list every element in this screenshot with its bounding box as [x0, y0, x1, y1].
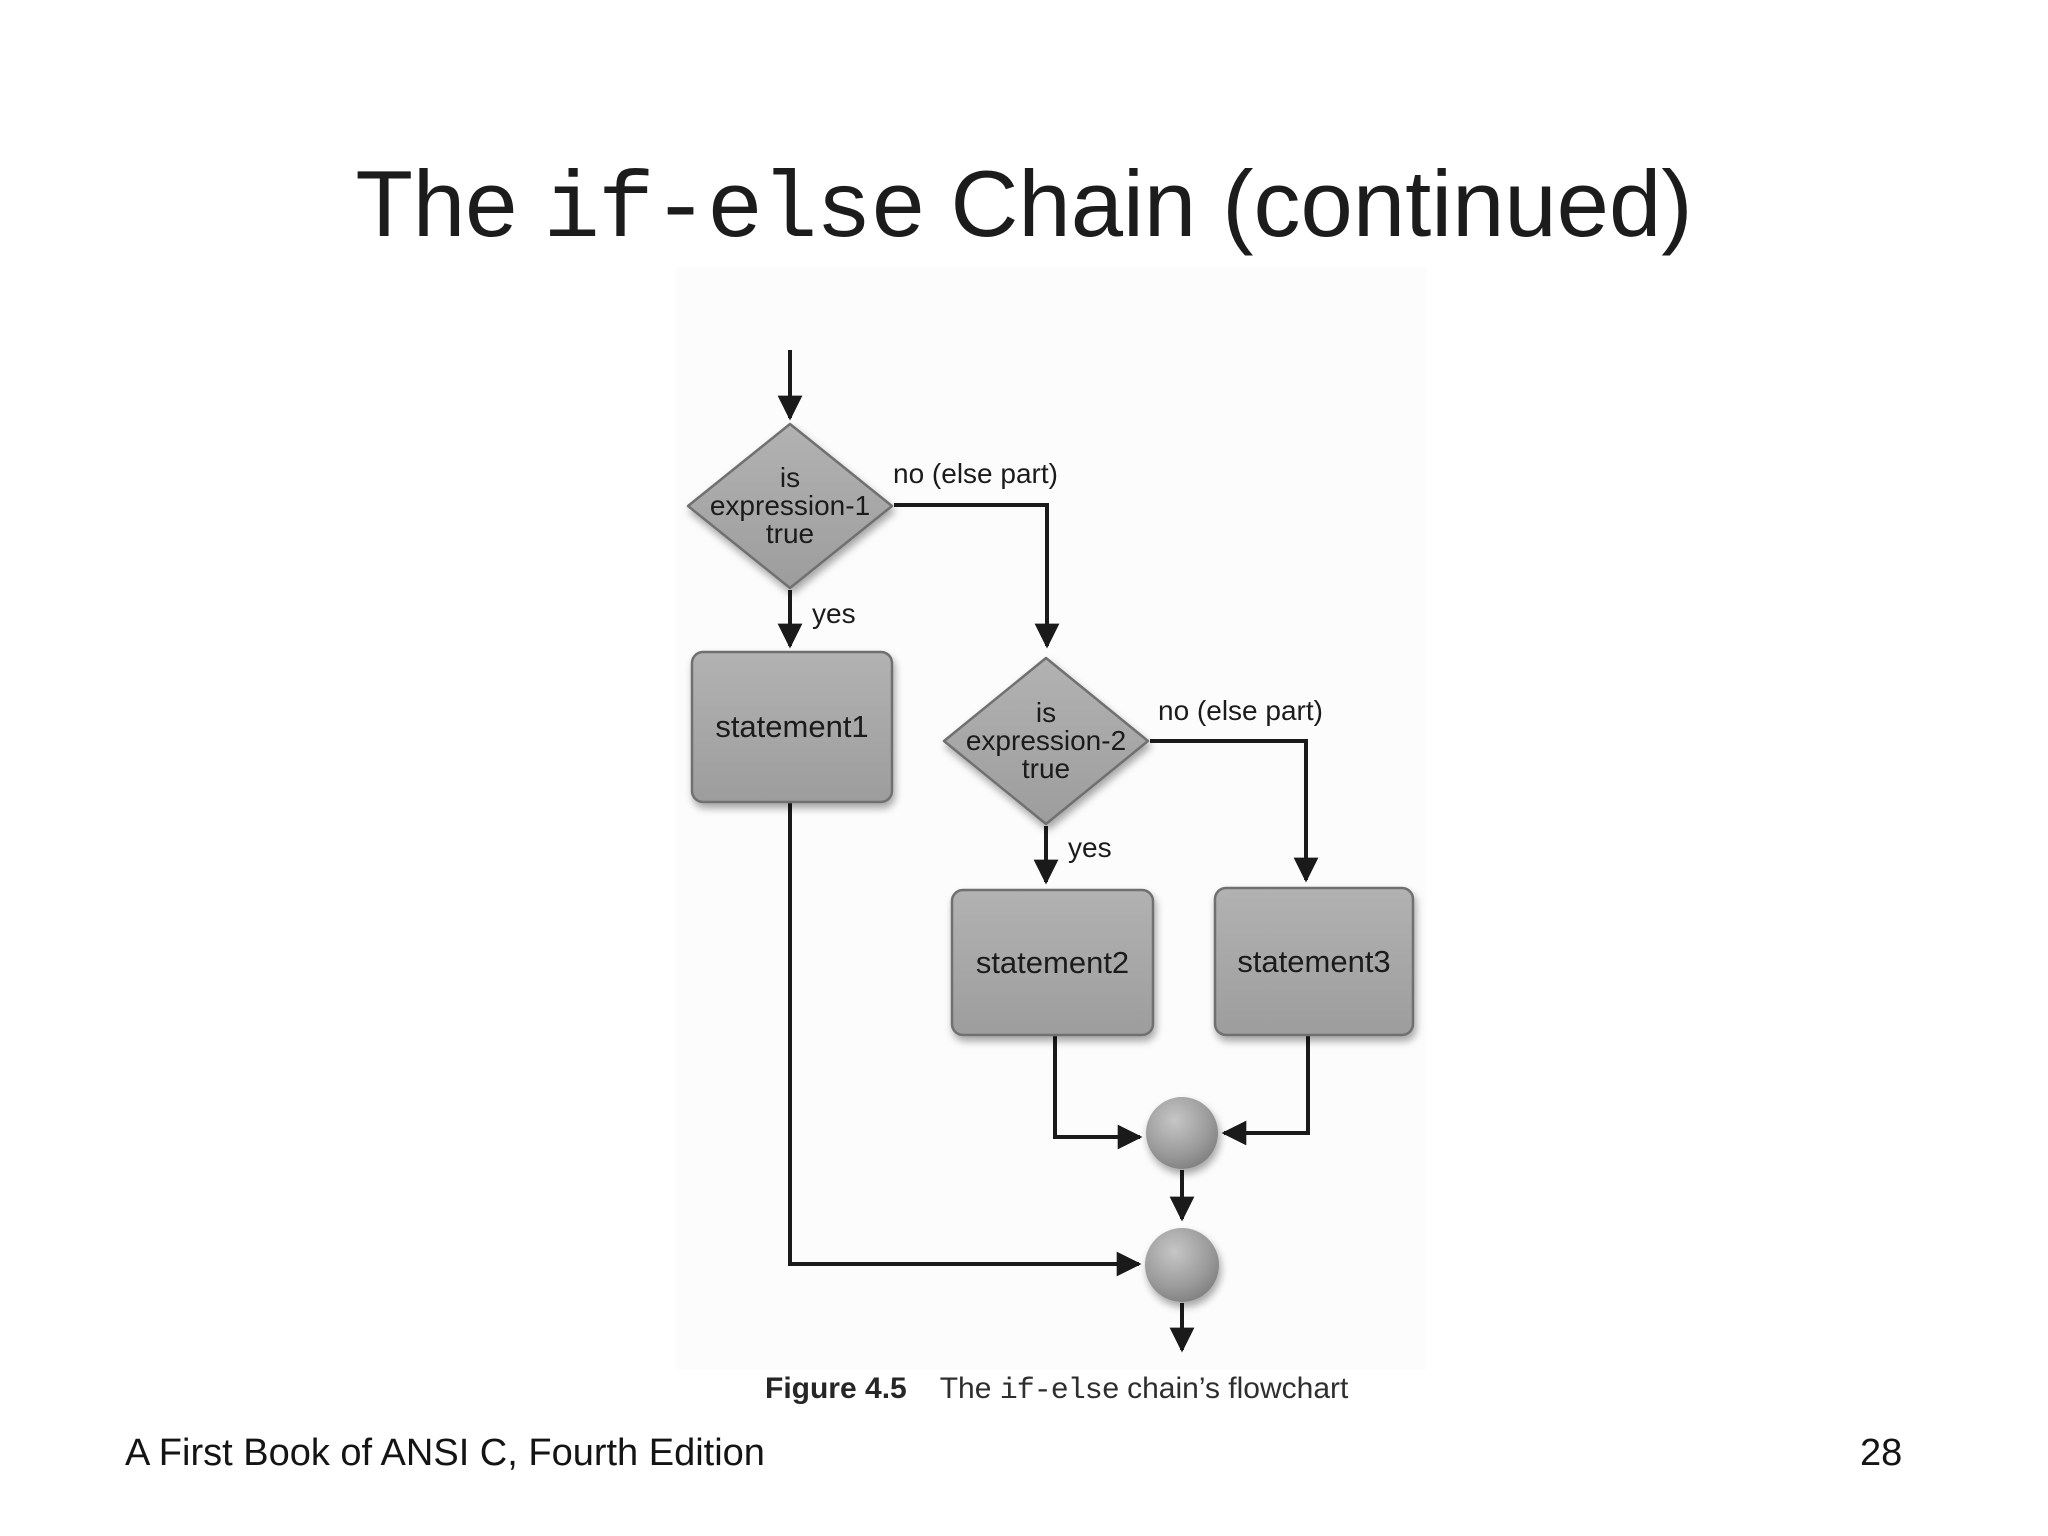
statement3-box	[1213, 886, 1415, 1037]
connector-circle-2	[1145, 1228, 1219, 1302]
yes-label-2: yes	[1068, 832, 1112, 863]
decision2-line2: expression-2	[965, 725, 1127, 756]
decision2-label: is expression-2 true	[944, 661, 1148, 821]
statement2-label: statement2	[975, 944, 1130, 980]
caption-code: if-else	[999, 1374, 1120, 1408]
edge-statement3-join	[1221, 1035, 1310, 1146]
title-code: if-else	[543, 159, 927, 265]
decision1-line2: expression-1	[709, 490, 871, 521]
statement1-label: statement1	[715, 709, 869, 744]
no-label-1: no (else part)	[893, 458, 1058, 489]
page-title: The if-else Chain (continued)	[0, 150, 2048, 266]
decision1-line1: is	[779, 462, 801, 493]
flow-edges	[777, 350, 1319, 1353]
statement2-box	[950, 888, 1155, 1037]
no-label-2: no (else part)	[1158, 695, 1323, 726]
figure-caption-number: Figure 4.5	[765, 1372, 907, 1405]
footer-page-number: 28	[1860, 1432, 1903, 1474]
title-prefix: The	[355, 151, 544, 256]
edge-statement1-join	[788, 802, 1142, 1277]
decision2-line1: is	[1035, 697, 1057, 728]
figure-caption: Figure 4.5 The if-else chain’s flowchart	[765, 1372, 1348, 1408]
edge-no-1	[894, 503, 1060, 649]
caption-text-suffix: chain’s flowchart	[1118, 1372, 1349, 1405]
statement1-box	[690, 650, 894, 804]
yes-label-1: yes	[812, 598, 856, 629]
edge-statement2-join	[1053, 1035, 1143, 1150]
decision1-line3: true	[765, 518, 815, 549]
title-suffix: Chain (continued)	[924, 151, 1693, 256]
decision1-diamond	[686, 422, 894, 590]
connector-circle-1	[1146, 1097, 1218, 1169]
decision2-diamond	[942, 656, 1150, 826]
decision1-label: is expression-1 true	[688, 426, 892, 586]
footer-book-title: A First Book of ANSI C, Fourth Edition	[125, 1432, 765, 1474]
decision2-line3: true	[1021, 753, 1071, 784]
caption-text-prefix: The	[939, 1372, 1000, 1405]
statement3-label: statement3	[1237, 943, 1391, 979]
edge-no-2	[1150, 739, 1319, 883]
